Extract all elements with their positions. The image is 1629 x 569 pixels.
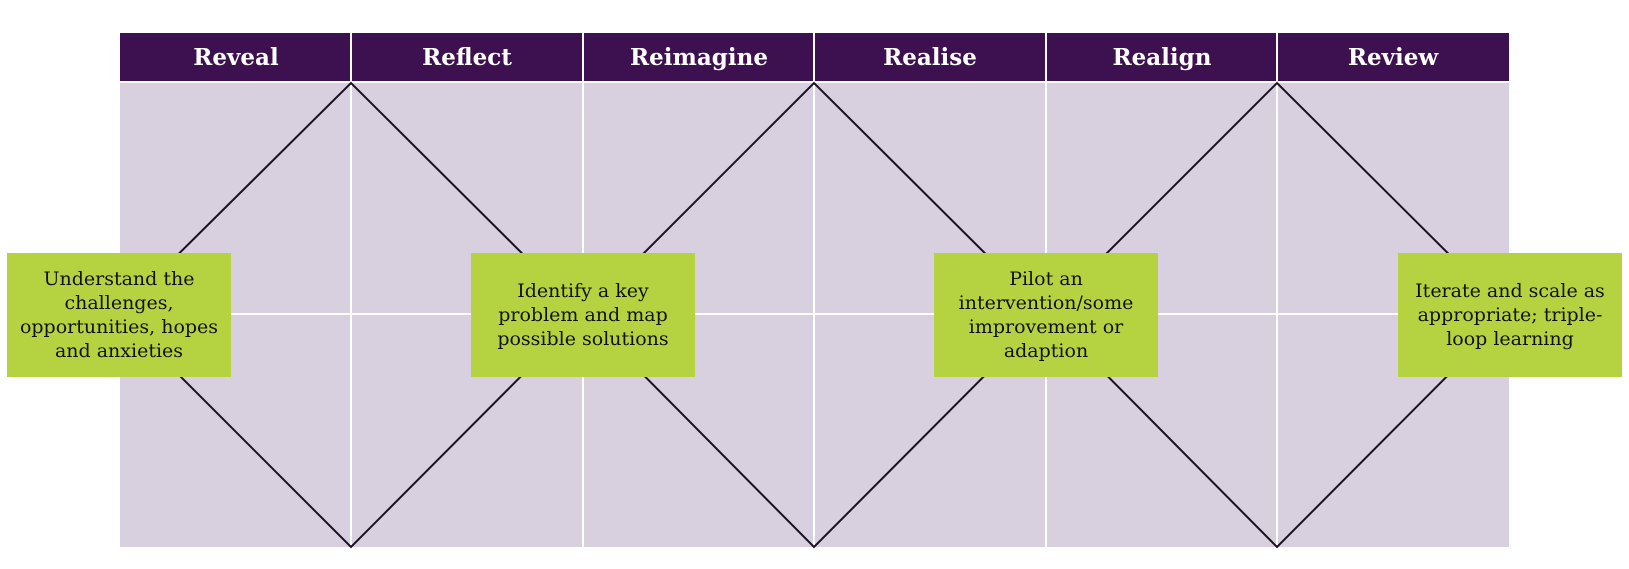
- header-cell-3: [584, 33, 814, 82]
- diamond-bottom-zigzag: [117, 312, 1510, 549]
- phase-box-pilot-text: Pilot an intervention/some improvement o…: [958, 268, 1134, 362]
- phase-box-identify: Identify a key problem and map possible …: [471, 253, 695, 377]
- phase-box-pilot: Pilot an intervention/some improvement o…: [934, 253, 1158, 377]
- phase-box-identify-text: Identify a key problem and map possible …: [497, 280, 669, 350]
- phase-label-reimagine: Reimagine: [630, 44, 768, 71]
- phase-box-iterate: Iterate and scale as appropriate; triple…: [1398, 253, 1622, 377]
- header-cell-4: [815, 33, 1046, 82]
- diamond-lines: [117, 81, 1510, 549]
- header-cell-5: [1047, 33, 1277, 82]
- header-cell-6: [1278, 33, 1509, 82]
- diamond-top-zigzag: [117, 81, 1510, 316]
- phase-box-understand-text: Understand the challenges, opportunities…: [19, 268, 219, 362]
- phase-label-realise: Realise: [883, 44, 977, 71]
- header-cell-1: [120, 33, 351, 82]
- header-cell-2: [352, 33, 583, 82]
- phase-label-reveal: Reveal: [193, 44, 279, 71]
- phase-header: Reveal Reflect Reimagine Realise Realign…: [120, 33, 1509, 82]
- phase-box-understand: Understand the challenges, opportunities…: [7, 253, 231, 377]
- phase-label-realign: Realign: [1113, 44, 1212, 71]
- phase-label-review: Review: [1348, 44, 1439, 71]
- phase-box-iterate-text: Iterate and scale as appropriate; triple…: [1415, 280, 1605, 350]
- grid-lines: [120, 33, 1509, 547]
- phase-label-reflect: Reflect: [422, 44, 512, 71]
